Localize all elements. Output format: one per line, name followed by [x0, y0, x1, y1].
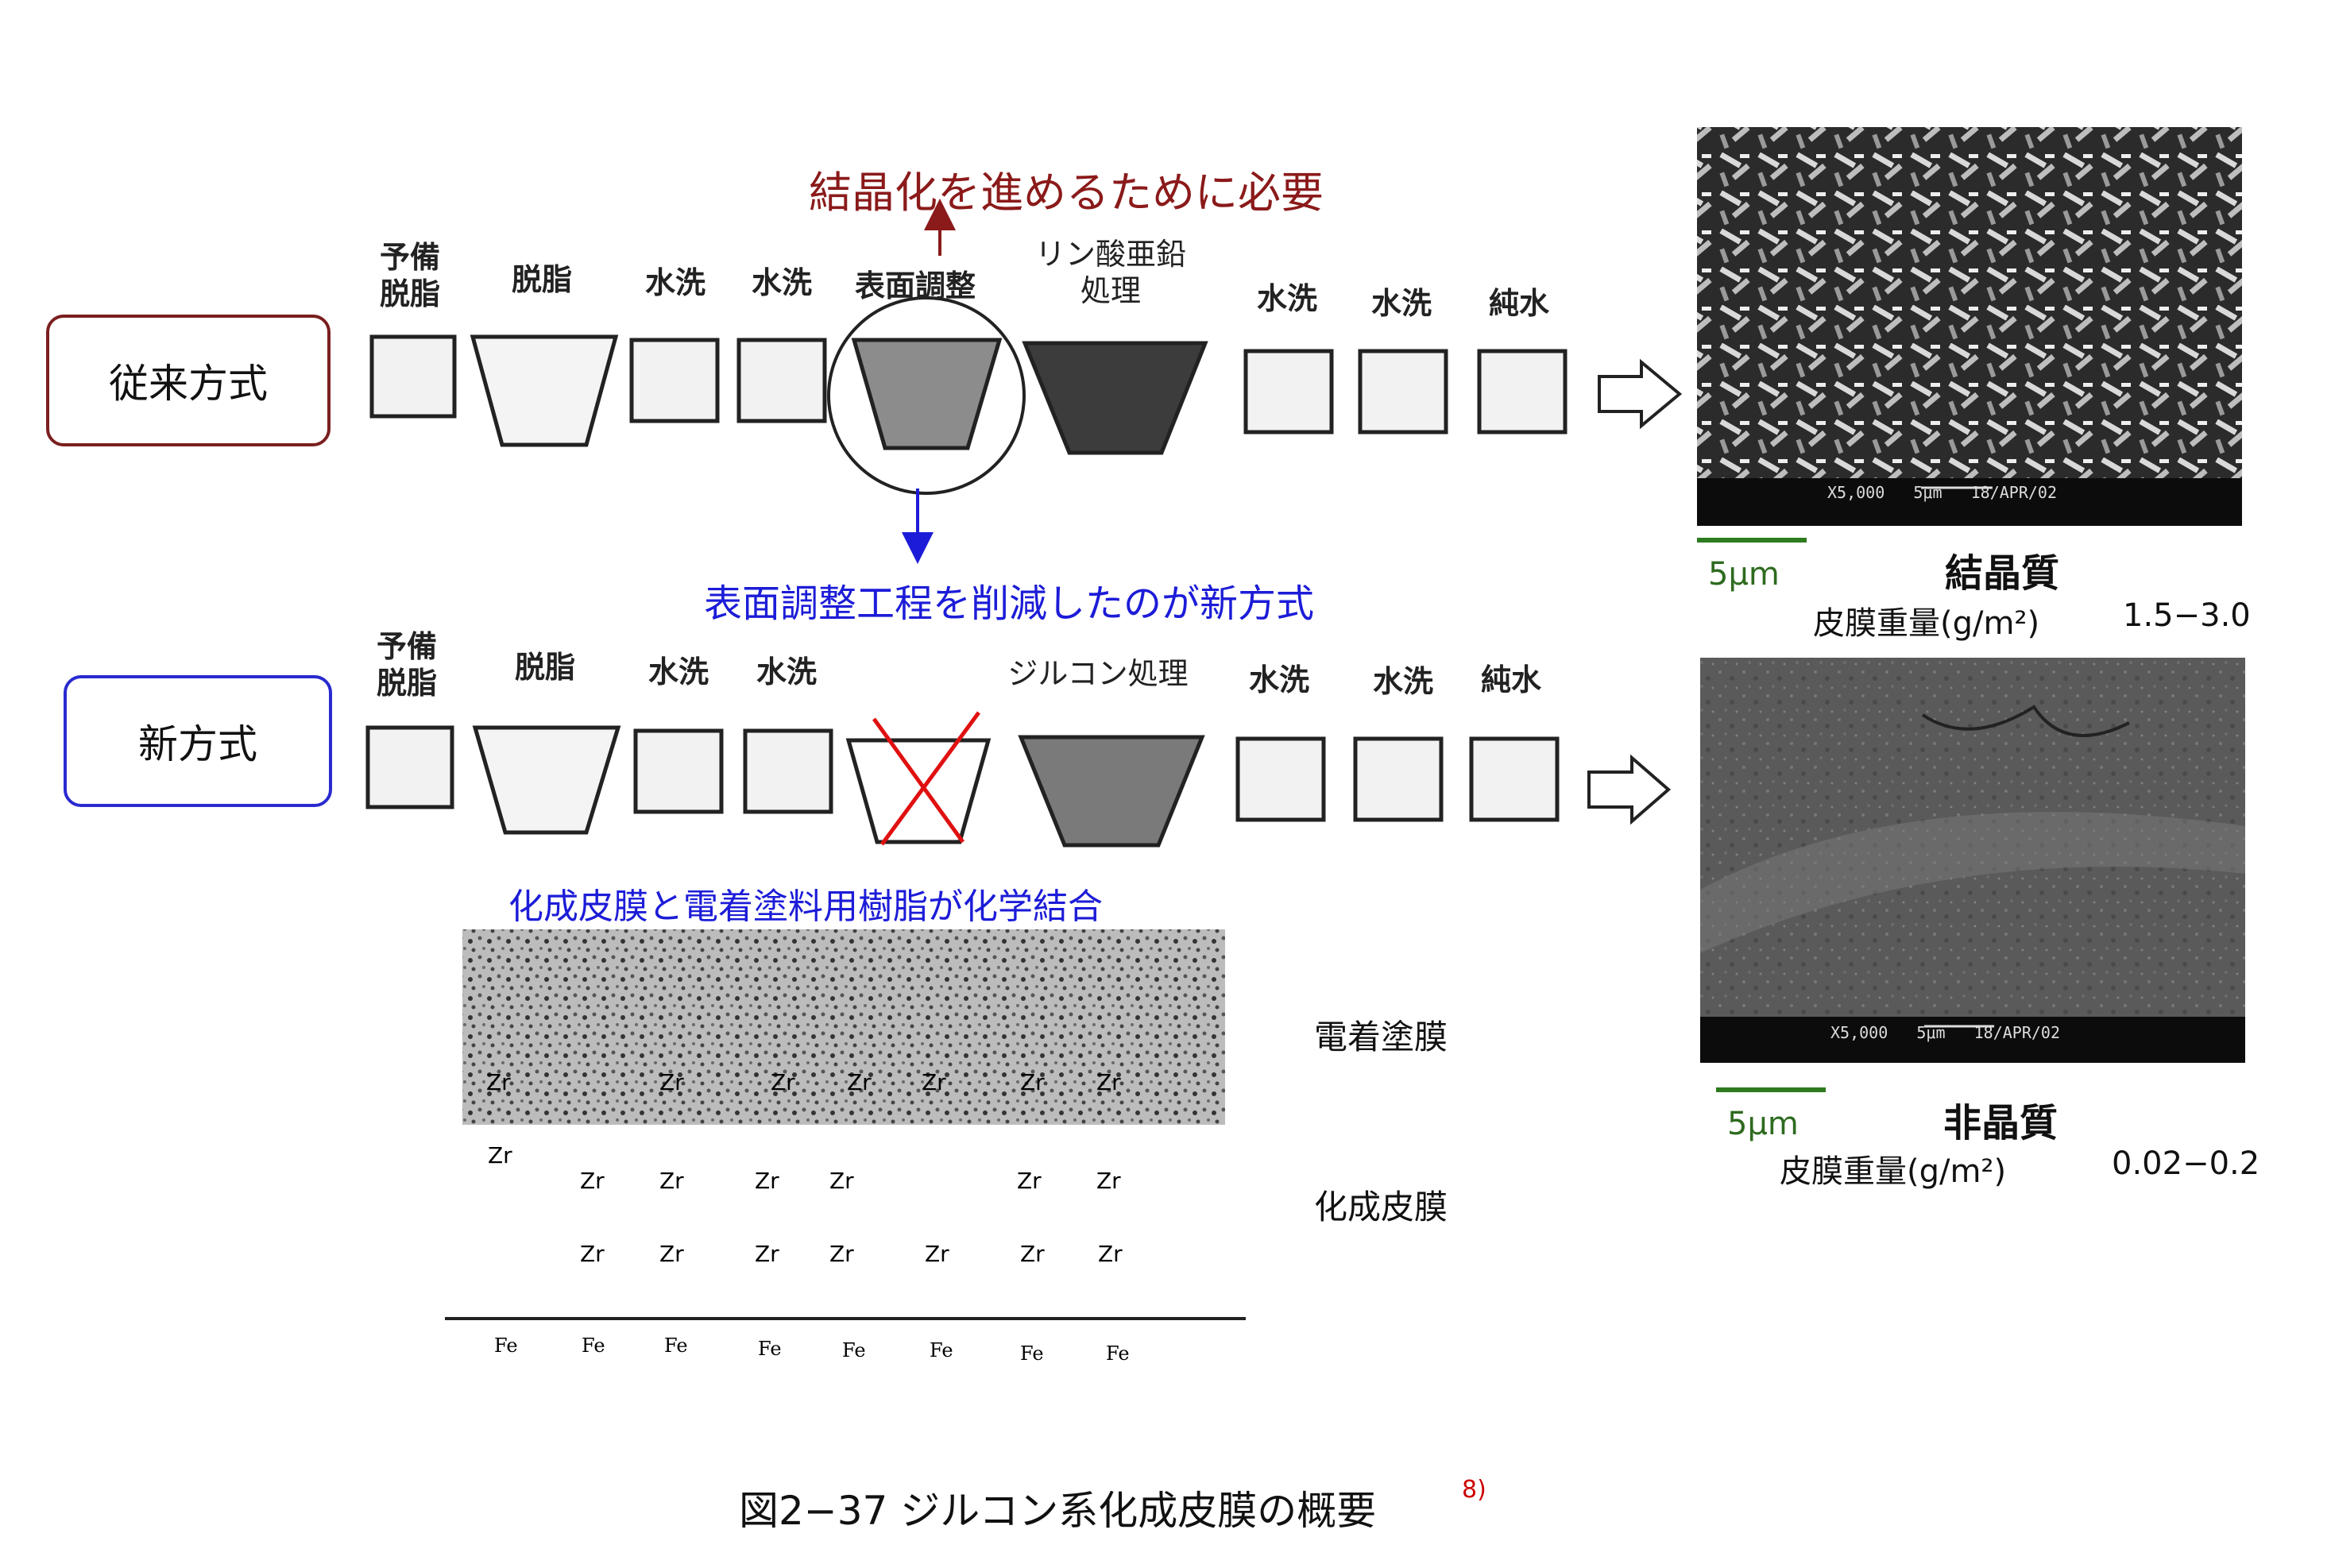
conventional-row: [369, 334, 1568, 455]
zr-atom: Zr: [922, 1069, 946, 1095]
step-zircon-treatment: ジルコン処理: [1007, 656, 1189, 691]
new-method-text: 新方式: [138, 721, 257, 767]
coating-layer: [462, 929, 1225, 1125]
zircon-tank: [1018, 735, 1205, 848]
degrease-tank-new: [472, 725, 621, 835]
step-prewash: 予備 脱脂: [379, 240, 440, 311]
sem-amorphous-image: [1700, 658, 2245, 1063]
step-rinse-4: 水洗: [1370, 286, 1432, 321]
step-degrease: 脱脂: [511, 262, 572, 297]
zr-atom: Zr: [829, 1168, 854, 1194]
zr-atom: Zr: [925, 1241, 949, 1267]
zr-atom: Zr: [580, 1168, 605, 1194]
rinse-tank-new-1: [633, 728, 724, 814]
amorphous-weight-value: 0.02−0.2: [2112, 1145, 2260, 1182]
step-rinse-new-4: 水洗: [1372, 664, 1433, 699]
rinse-tank-new-2: [743, 728, 833, 814]
fe-atom: Fe: [1106, 1342, 1130, 1365]
surface-condition-tank: [851, 338, 1003, 450]
zr-atom: Zr: [486, 1069, 511, 1095]
fe-atom: Fe: [1020, 1342, 1044, 1365]
zr-atom: Zr: [1020, 1069, 1045, 1095]
zr-atom: Zr: [755, 1241, 779, 1267]
step-prewash-new: 予備 脱脂: [376, 629, 437, 701]
coating-layer-label: 電着塗膜: [1314, 1018, 1448, 1056]
sem-crystalline-caption: X5,000 5μm 18/APR/02: [1827, 483, 2057, 502]
step-rinse-new-1: 水洗: [648, 655, 709, 689]
zr-atom: Zr: [580, 1241, 605, 1267]
sem-crystalline-image: [1697, 127, 2242, 526]
cross-line-2: [879, 711, 981, 846]
step-zinc-phosphate: リン酸亜鉛 処理: [1034, 237, 1186, 308]
rinse-tank-3: [1243, 349, 1334, 434]
new-row: [365, 725, 1560, 848]
cross-line-1: [872, 717, 965, 844]
zr-atom: Zr: [659, 1069, 684, 1095]
step-pure-water: 純水: [1488, 286, 1549, 321]
prewash-tank: [369, 334, 457, 419]
new-method-label: 新方式: [64, 675, 332, 807]
zr-atom: Zr: [659, 1168, 684, 1194]
zr-atom: Zr: [755, 1168, 779, 1194]
zr-atom: Zr: [1096, 1069, 1121, 1095]
rinse-tank-1: [629, 338, 720, 423]
step-pure-water-new: 純水: [1480, 662, 1541, 697]
removed-tank: [845, 738, 992, 844]
zr-film-schematic: [445, 929, 1246, 1320]
fe-atom: Fe: [664, 1334, 688, 1357]
rinse-tank-new-3: [1235, 736, 1326, 822]
result-arrow-2: [1587, 754, 1672, 825]
result-arrow-1: [1598, 358, 1683, 430]
zr-atom: Zr: [1020, 1241, 1045, 1267]
middle-note: 表面調整工程を削減したのが新方式: [704, 581, 1315, 626]
zr-atom: Zr: [771, 1069, 795, 1095]
pure-water-tank: [1477, 349, 1568, 434]
conventional-method-label: 従来方式: [46, 315, 331, 446]
step-rinse-1: 水洗: [644, 265, 705, 300]
amorphous-label: 非晶質: [1943, 1101, 2058, 1145]
figure-reference: 8): [1462, 1476, 1486, 1504]
zr-atom: Zr: [1098, 1241, 1123, 1267]
scale-label-amorphous: 5μm: [1727, 1106, 1799, 1142]
degrease-tank: [470, 334, 619, 447]
fe-atom: Fe: [930, 1339, 953, 1361]
zr-atom: Zr: [488, 1142, 512, 1168]
bond-note: 化成皮膜と電着塗料用樹脂が化学結合: [508, 886, 1103, 927]
step-degrease-new: 脱脂: [514, 650, 575, 685]
fe-atom: Fe: [494, 1334, 518, 1357]
pure-water-tank-new: [1469, 736, 1560, 822]
top-note: 結晶化を進めるために必要: [809, 168, 1324, 218]
highlight-circle: [827, 296, 1026, 495]
crystalline-weight-label: 皮膜重量(g/m²): [1813, 605, 2040, 642]
rinse-tank-2: [736, 338, 827, 423]
fe-atom: Fe: [842, 1339, 866, 1361]
crystalline-weight-value: 1.5−3.0: [2123, 597, 2251, 634]
step-rinse-new-2: 水洗: [756, 655, 817, 689]
amorphous-weight-label: 皮膜重量(g/m²): [1780, 1153, 2007, 1190]
rinse-tank-new-4: [1353, 736, 1444, 822]
crystalline-label: 結晶質: [1945, 551, 2060, 596]
fe-atom: Fe: [758, 1338, 782, 1360]
conversion-layer-label: 化成皮膜: [1314, 1188, 1448, 1226]
conventional-method-text: 従来方式: [109, 361, 268, 407]
prewash-tank-new: [365, 725, 454, 809]
zr-atom: Zr: [1096, 1168, 1121, 1194]
zr-atom: Zr: [847, 1069, 872, 1095]
zr-atom: Zr: [829, 1241, 854, 1267]
step-rinse-3: 水洗: [1256, 281, 1317, 316]
zinc-phosphate-tank: [1022, 341, 1208, 455]
step-surface-conditioning: 表面調整: [854, 268, 976, 303]
zr-atom: Zr: [659, 1241, 684, 1267]
step-rinse-2: 水洗: [751, 265, 812, 300]
step-rinse-new-3: 水洗: [1248, 662, 1309, 697]
sem-amorphous-caption: X5,000 5μm 18/APR/02: [1830, 1023, 2060, 1042]
fe-atom: Fe: [582, 1334, 605, 1357]
scale-label-crystalline: 5μm: [1708, 556, 1780, 593]
figure-caption: 図2−37 ジルコン系化成皮膜の概要: [739, 1488, 1377, 1534]
rinse-tank-4: [1358, 349, 1448, 434]
zr-atom: Zr: [1017, 1168, 1042, 1194]
